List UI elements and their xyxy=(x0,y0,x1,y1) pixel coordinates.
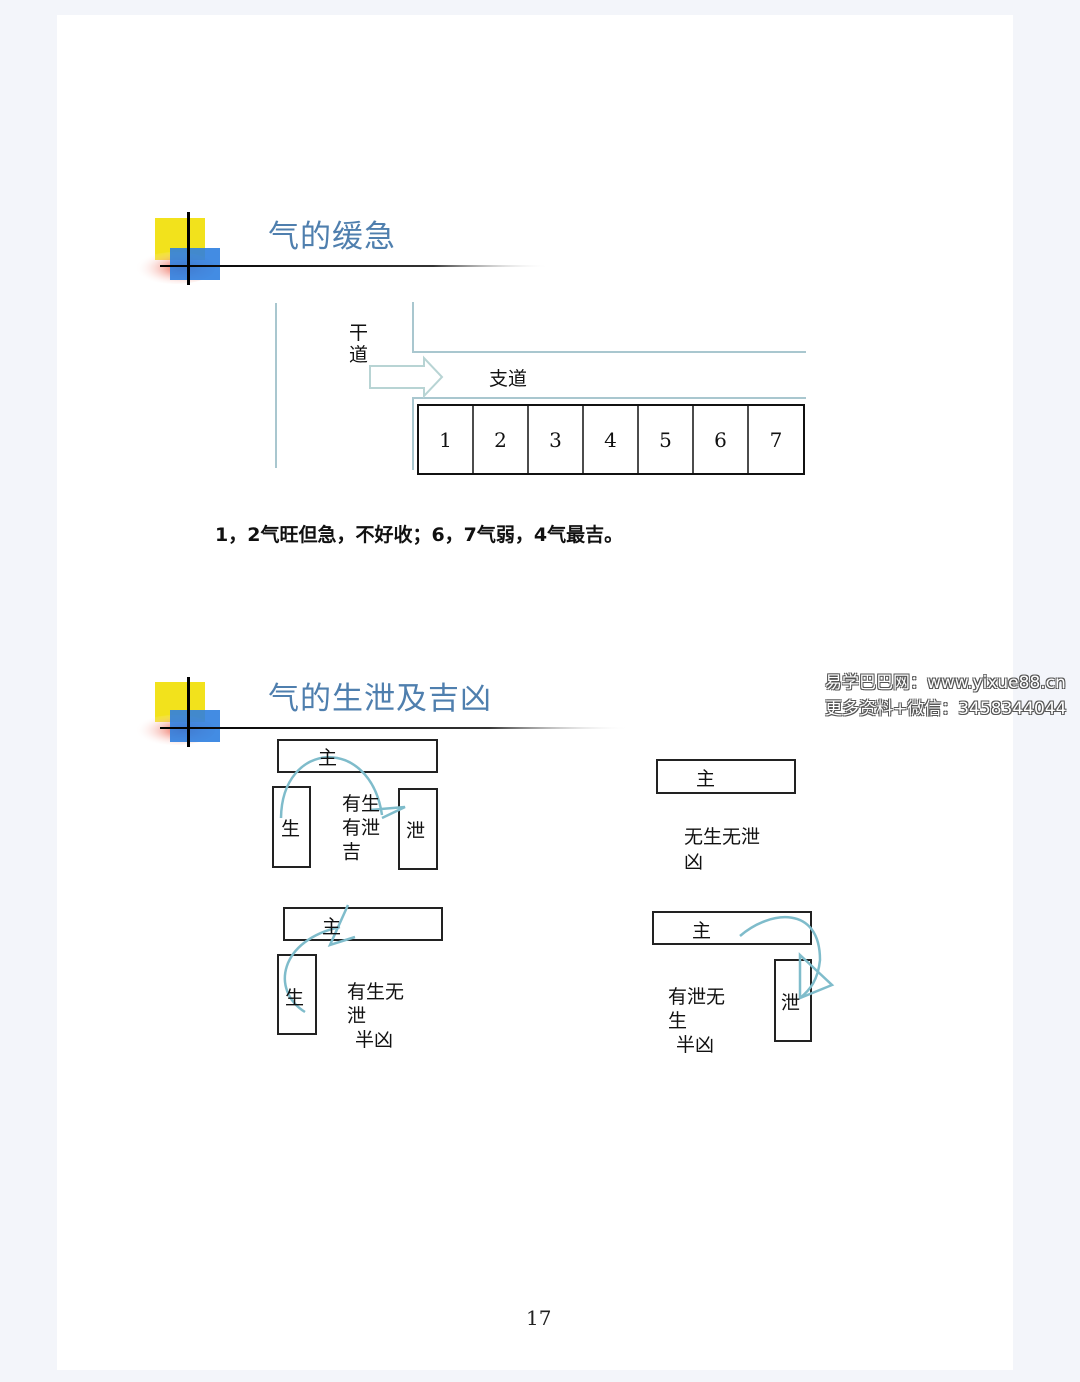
q3-desc-line: 泄 xyxy=(347,1005,367,1027)
q1-desc: 有生 有泄 吉 xyxy=(342,792,380,864)
cell-5: 5 xyxy=(659,427,672,452)
q2-desc: 无生无泄 凶 xyxy=(684,825,760,875)
q4-right-label: 泄 xyxy=(781,992,801,1014)
q4-desc: 有泄无 生 半凶 xyxy=(668,985,725,1057)
watermark-line-2: 更多资料+微信：3458344044 xyxy=(825,699,1067,719)
section-title-qi-pace: 气的缓急 xyxy=(268,219,396,255)
q1-desc-line: 有生 xyxy=(342,793,381,815)
q1-desc-line: 有泄 xyxy=(342,817,381,839)
position-cells: 1 2 3 4 5 6 7 xyxy=(418,405,804,474)
cell-1: 1 xyxy=(439,427,452,452)
q3-desc: 有生无 泄 半凶 xyxy=(347,980,404,1052)
q4-desc-line: 有泄无 xyxy=(668,986,726,1008)
cell-4: 4 xyxy=(604,427,617,452)
q1-right-label: 泄 xyxy=(406,820,426,842)
q3-main-label: 主 xyxy=(322,916,342,938)
flow-arrow-icon xyxy=(369,355,444,399)
cell-2: 2 xyxy=(494,427,507,452)
q4-desc-line: 半凶 xyxy=(676,1034,715,1056)
q4-main-label: 主 xyxy=(692,920,712,942)
watermark-line-1: 易学巴巴网：www.yixue88.cn xyxy=(825,673,1066,693)
cell-6: 6 xyxy=(714,427,727,452)
branch-road-label: 支道 xyxy=(489,368,528,390)
road-diagram xyxy=(275,302,806,470)
q3-desc-line: 半凶 xyxy=(355,1029,394,1051)
cell-7: 7 xyxy=(769,427,783,452)
q1-desc-line: 吉 xyxy=(342,841,362,863)
section-logo-2 xyxy=(135,677,630,747)
quadrant-boxes xyxy=(272,739,812,1042)
document-page xyxy=(57,15,1013,1370)
q2-desc-line: 无生无泄 xyxy=(684,826,761,848)
cells-box xyxy=(417,404,805,475)
q4-desc-line: 生 xyxy=(668,1010,688,1032)
section1-note: 1，2气旺但急，不好收；6，7气弱，4气最吉。 xyxy=(215,524,624,546)
flow-curves xyxy=(279,756,835,1014)
q2-desc-line: 凶 xyxy=(684,851,704,873)
page-number: 17 xyxy=(526,1306,552,1330)
section-title-qi-generation: 气的生泄及吉凶 xyxy=(268,681,492,717)
main-road-label: 干道 xyxy=(349,322,369,366)
cell-3: 3 xyxy=(549,427,562,452)
q2-main-label: 主 xyxy=(696,768,716,790)
q1-main-label: 主 xyxy=(318,747,338,769)
q3-desc-line: 有生无 xyxy=(347,981,405,1003)
q1-left-label: 生 xyxy=(281,818,301,840)
section-logo-1 xyxy=(135,212,550,285)
q3-left-label: 生 xyxy=(285,987,305,1009)
